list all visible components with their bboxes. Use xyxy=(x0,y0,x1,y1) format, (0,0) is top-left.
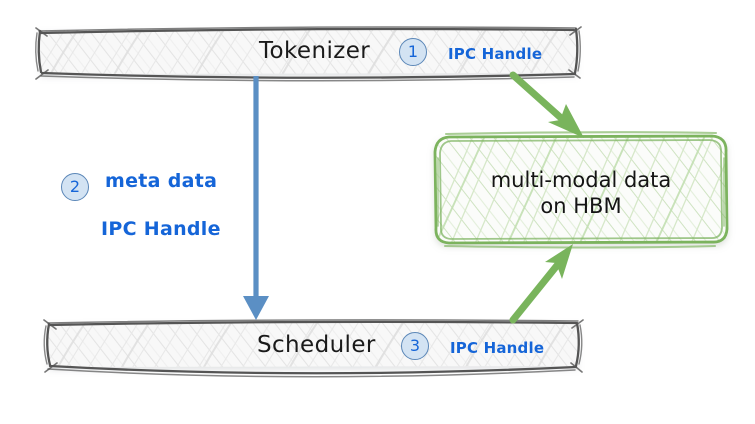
tokenizer-to-hbm-arrow[interactable] xyxy=(509,71,584,138)
hbm-box-outline xyxy=(433,131,729,249)
step-badge-1: 1 xyxy=(399,38,427,66)
step-badge-3: 3 xyxy=(401,332,429,360)
scheduler-box-outline xyxy=(43,319,584,378)
tokenizer-to-scheduler-arrow[interactable] xyxy=(243,76,269,320)
scheduler-to-hbm-arrow[interactable] xyxy=(509,244,573,324)
tokenizer-box[interactable] xyxy=(40,29,577,74)
scheduler-box[interactable] xyxy=(48,322,578,367)
step-badge-2: 2 xyxy=(61,173,89,201)
tokenizer-box-outline xyxy=(35,26,582,82)
